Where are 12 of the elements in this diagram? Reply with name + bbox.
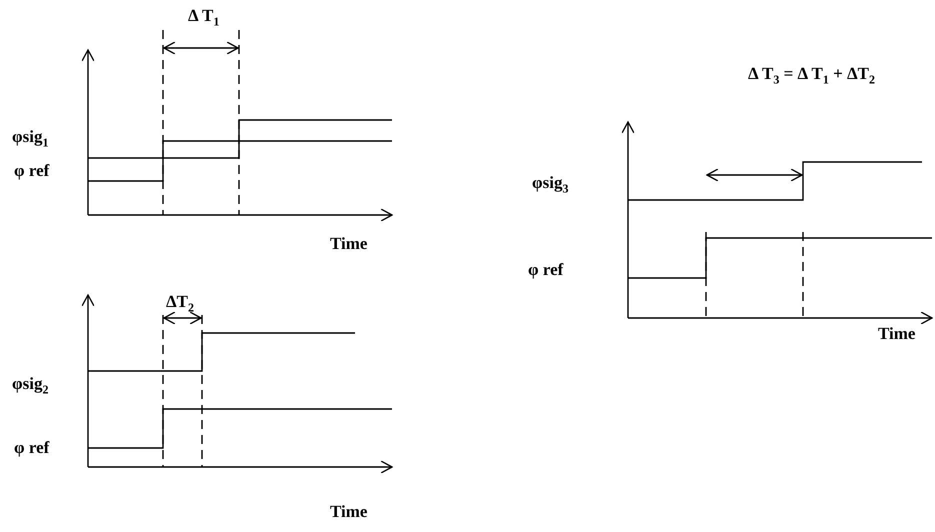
time-axis-label: Time	[330, 502, 368, 522]
signal-label: φ ref	[528, 260, 564, 280]
signal-label: φsig$_{3}$	[532, 173, 568, 198]
interval-label: Δ T$_{1}$	[188, 6, 220, 30]
time-axis-label: Time	[878, 324, 916, 344]
signal-label: φsig$_{1}$	[12, 127, 48, 152]
signal-label: φ ref	[14, 161, 50, 181]
signal-label: φ ref	[14, 438, 50, 458]
signal-label: φsig$_{2}$	[12, 374, 48, 398]
interval-label: ΔT$_{2}$	[166, 292, 194, 316]
time-axis-label: Time	[330, 234, 368, 254]
equation-title: Δ T$_{3}$ = Δ T$_{1}$ + ΔT$_{2}$	[748, 64, 875, 88]
